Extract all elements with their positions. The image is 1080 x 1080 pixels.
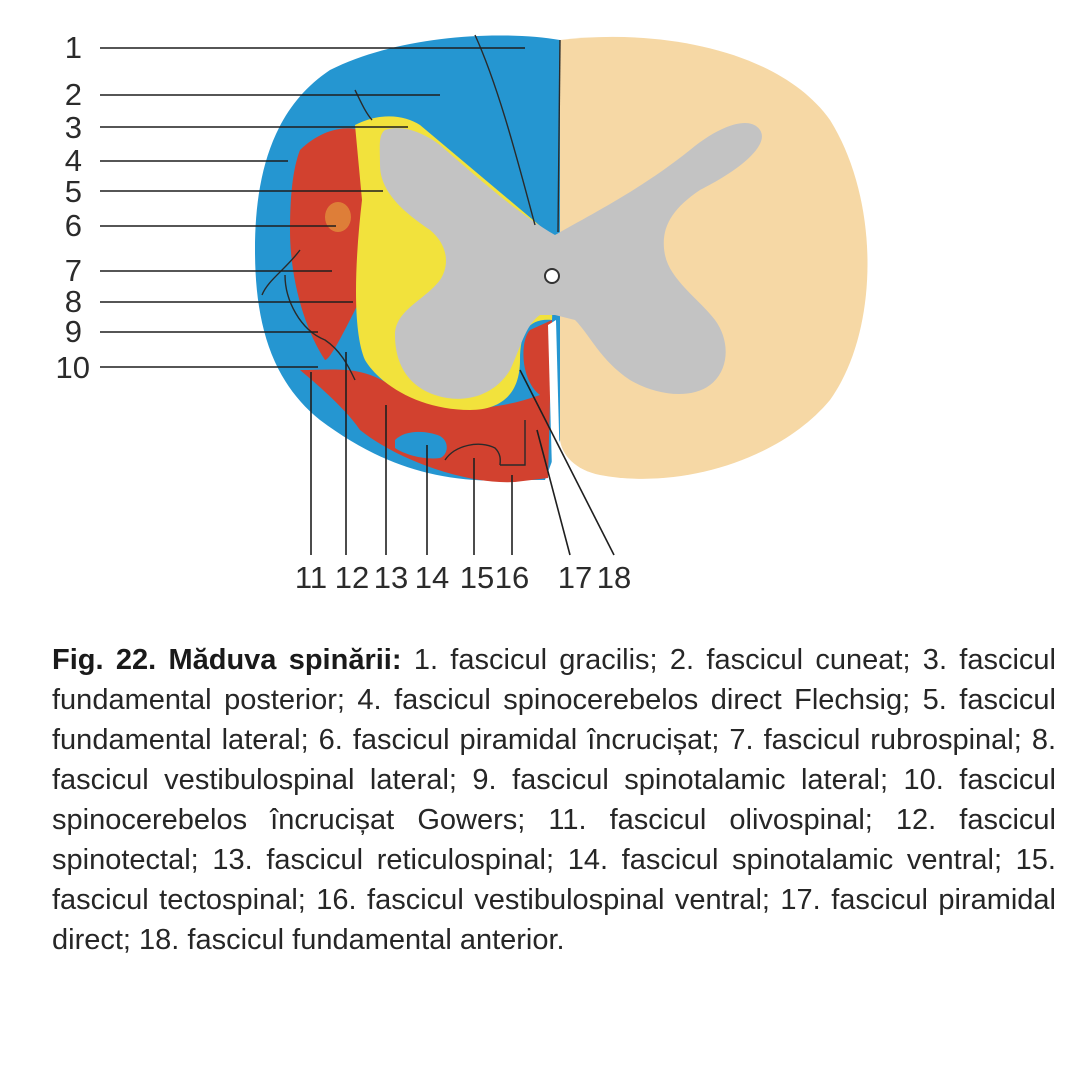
tract-boundary-ventral-2 bbox=[500, 420, 526, 466]
label-13: 13 bbox=[374, 560, 408, 595]
tract-boundary-cuneate bbox=[354, 89, 373, 121]
label-15: 15 bbox=[460, 560, 494, 595]
tract-boundary-spinothalamic bbox=[284, 274, 356, 381]
bottom-leader-lines bbox=[310, 352, 615, 556]
label-6: 6 bbox=[65, 208, 82, 243]
label-5: 5 bbox=[65, 174, 82, 209]
label-3: 3 bbox=[65, 110, 82, 145]
label-18: 18 bbox=[597, 560, 631, 595]
label-4: 4 bbox=[65, 143, 82, 178]
pyramidal-crossed-spot bbox=[325, 202, 351, 232]
caption-title: Fig. 22. Măduva spinării: bbox=[52, 644, 402, 676]
label-7: 7 bbox=[65, 253, 82, 288]
leader-17 bbox=[536, 429, 571, 556]
central-canal bbox=[544, 268, 560, 284]
bottom-labels: 11 12 13 14 15 16 17 18 bbox=[295, 560, 631, 595]
ventral-spinothalamic-blue bbox=[395, 431, 447, 459]
label-14: 14 bbox=[415, 560, 449, 595]
caption-text: 1. fascicul gracilis; 2. fascicul cuneat… bbox=[52, 644, 1056, 956]
label-9: 9 bbox=[65, 314, 82, 349]
label-10: 10 bbox=[56, 350, 90, 385]
label-1: 1 bbox=[65, 30, 82, 65]
tract-boundary-ventral-1 bbox=[444, 443, 501, 466]
leader-18 bbox=[519, 369, 615, 556]
left-labels: 1 2 3 4 5 6 7 8 9 10 bbox=[56, 30, 90, 385]
anterolateral-red-zone bbox=[300, 320, 552, 483]
label-8: 8 bbox=[65, 284, 82, 319]
label-11: 11 bbox=[295, 560, 327, 595]
figure-caption: Fig. 22. Măduva spinării: 1. fascicul gr… bbox=[52, 640, 1056, 960]
left-leader-lines bbox=[100, 47, 525, 368]
posterior-median-septum bbox=[557, 39, 561, 233]
label-17: 17 bbox=[558, 560, 592, 595]
label-16: 16 bbox=[495, 560, 529, 595]
label-12: 12 bbox=[335, 560, 369, 595]
label-2: 2 bbox=[65, 77, 82, 112]
spinal-cord-diagram: 1 2 3 4 5 6 7 8 9 10 11 12 13 1 bbox=[56, 30, 868, 595]
tract-boundary-gracilis bbox=[474, 34, 536, 226]
grey-matter bbox=[379, 122, 762, 399]
tract-boundary-lateral bbox=[261, 249, 301, 296]
